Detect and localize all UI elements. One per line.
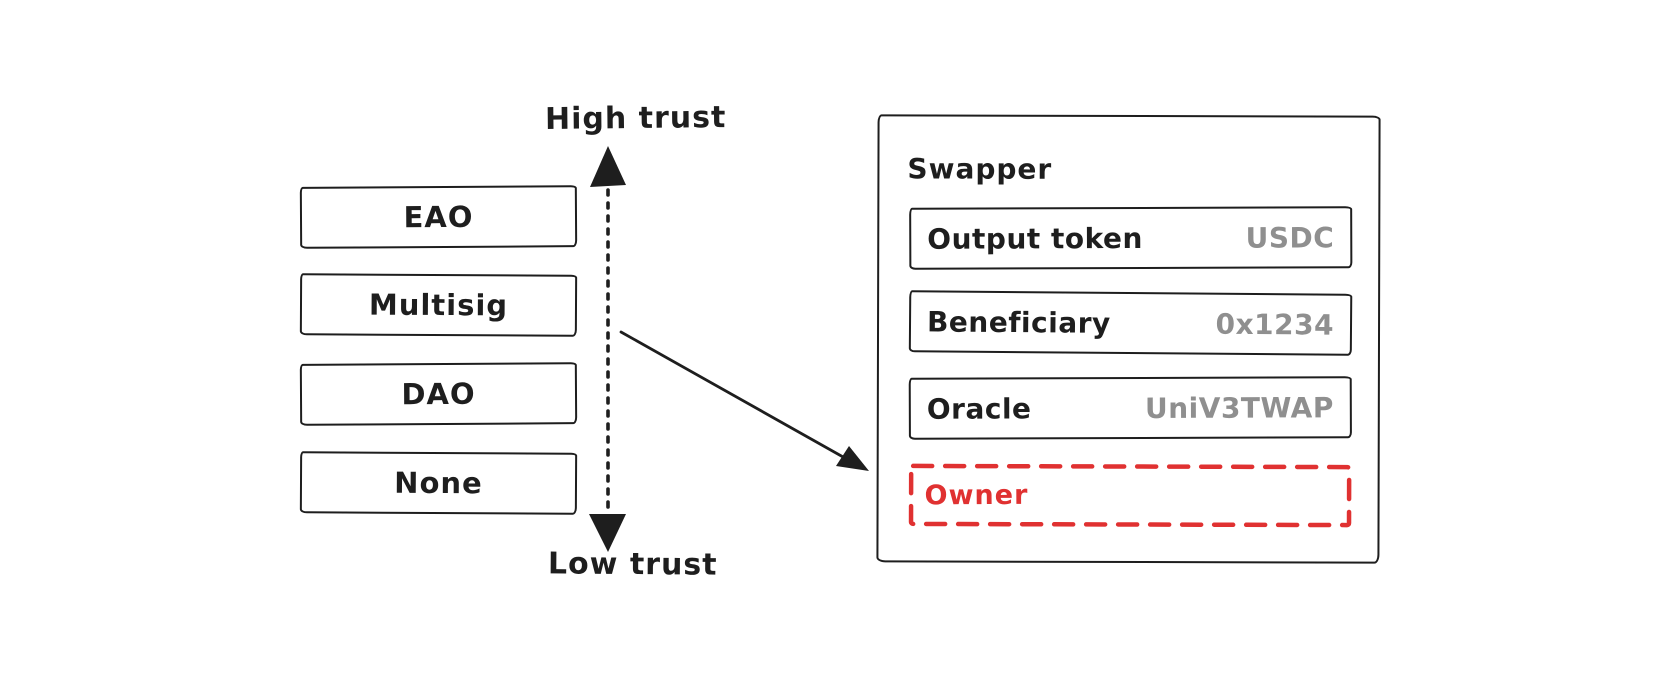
owner-field-box: Owner [908,463,1352,528]
arrowhead-up-icon [590,146,626,187]
owner-dashed-border [908,463,1352,528]
trust-level-box-eao: EAO [299,185,578,249]
swapper-title: Swapper [907,152,1053,186]
output-token-value: USDC [1245,220,1335,255]
beneficiary-value: 0x1234 [1215,307,1335,342]
oracle-value: UniV3TWAP [1144,390,1334,425]
trust-level-box-multisig: Multisig [299,273,578,337]
field-row-oracle: Oracle UniV3TWAP [908,376,1352,440]
trust-level-label-multisig: Multisig [368,287,509,323]
output-token-label: Output token [927,221,1143,256]
high-trust-label: High trust [544,100,727,137]
trust-level-label-eao: EAO [403,199,474,235]
assignment-arrowhead-icon [836,446,869,471]
trust-level-box-dao: DAO [299,362,578,426]
swapper-panel: Swapper Output token USDC Beneficiary 0x… [876,114,1381,564]
trust-level-label-none: None [394,465,483,501]
trust-level-box-none: None [299,451,578,515]
oracle-label: Oracle [926,391,1032,426]
trust-level-label-dao: DAO [401,376,476,412]
assignment-arrow-line [619,330,854,464]
field-row-beneficiary: Beneficiary 0x1234 [908,290,1353,356]
beneficiary-label: Beneficiary [926,304,1111,340]
low-trust-label: Low trust [547,546,718,583]
owner-label: Owner [924,479,1029,511]
field-row-output-token: Output token USDC [909,206,1353,270]
